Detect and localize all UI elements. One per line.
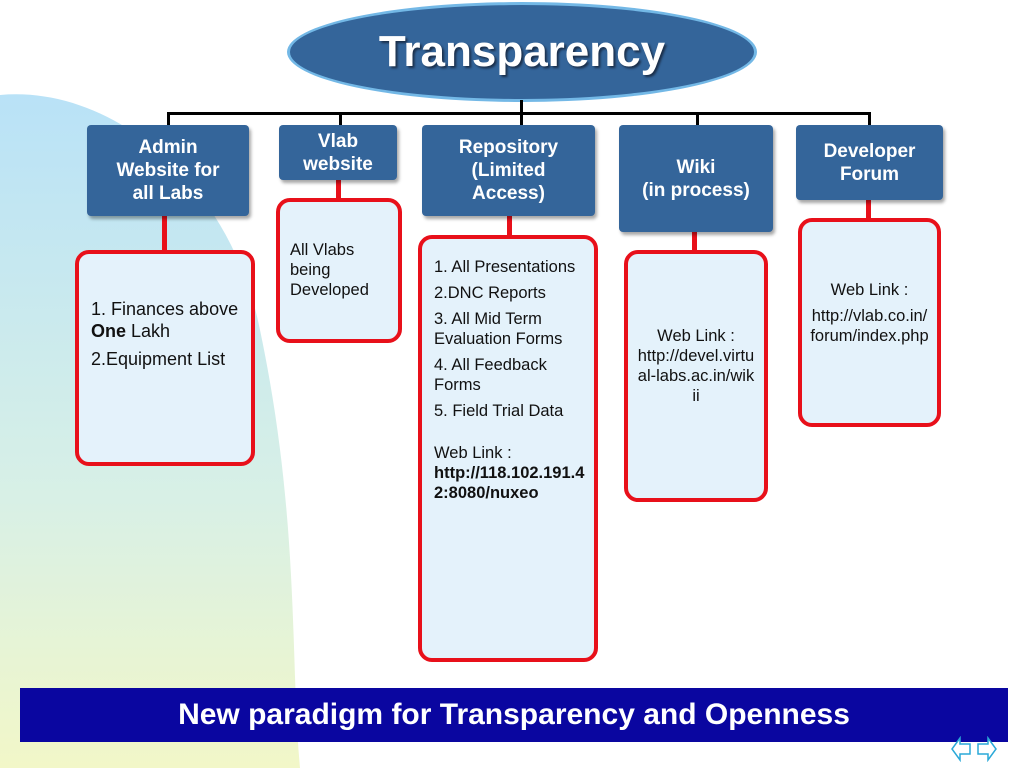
card-admin-website: 1. Finances above One Lakh 2.Equipment L… — [75, 250, 255, 466]
header-repository: Repository (Limited Access) — [422, 125, 595, 216]
list-item: 1. Finances above One Lakh — [91, 299, 239, 341]
connector-drop-3 — [520, 112, 523, 126]
diagram-title: Transparency — [378, 27, 666, 76]
connector-drop-4 — [696, 112, 699, 126]
list-item: 5. Field Trial Data — [434, 402, 564, 420]
red-connector-4 — [692, 232, 697, 254]
header-admin-website: Admin Website for all Labs — [87, 125, 249, 216]
card-repository: 1. All Presentations 2.DNC Reports 3. Al… — [418, 235, 598, 662]
card-vlab-text: All Vlabs being Developed — [290, 241, 369, 299]
red-connector-3 — [507, 216, 512, 238]
card-wiki: Web Link : http://devel.virtual-labs.ac.… — [624, 250, 768, 502]
card-vlab-website: All Vlabs being Developed — [276, 198, 402, 343]
header-wiki: Wiki (in process) — [619, 125, 773, 232]
header-admin-website-label: Admin Website for all Labs — [116, 137, 220, 204]
connector-trunk — [520, 100, 523, 114]
connector-drop-2 — [339, 112, 342, 126]
header-developer-forum: Developer Forum — [796, 125, 943, 200]
header-wiki-label: Wiki (in process) — [642, 156, 750, 201]
connector-drop-5 — [868, 112, 871, 126]
prev-arrow-icon[interactable] — [950, 736, 972, 762]
link-label: Web Link : — [830, 281, 909, 299]
footer-text: New paradigm for Transparency and Openne… — [178, 698, 850, 731]
repository-link[interactable]: http://118.102.191.42:8080/nuxeo — [434, 464, 585, 502]
wiki-link[interactable]: http://devel.virtual-labs.ac.in/wikii — [637, 347, 755, 405]
list-item: 2.DNC Reports — [434, 284, 546, 302]
red-connector-2 — [336, 179, 341, 201]
next-arrow-icon[interactable] — [976, 736, 998, 762]
list-item: 2.Equipment List — [91, 349, 226, 369]
header-developer-forum-label: Developer Forum — [823, 140, 916, 185]
forum-link[interactable]: http://vlab.co.in/forum/index.php — [810, 307, 929, 345]
header-vlab-website: Vlab website — [279, 125, 397, 180]
link-label: Web Link : — [657, 327, 735, 345]
list-item: 1. All Presentations — [434, 258, 576, 276]
red-connector-5 — [866, 200, 871, 222]
red-connector-1 — [162, 216, 167, 253]
list-item: 3. All Mid Term Evaluation Forms — [434, 310, 563, 348]
footer-banner: New paradigm for Transparency and Openne… — [20, 688, 1008, 742]
connector-bar — [167, 112, 871, 115]
card-developer-forum: Web Link : http://vlab.co.in/forum/index… — [798, 218, 941, 427]
header-vlab-website-label: Vlab website — [303, 130, 373, 175]
link-label: Web Link : — [434, 444, 512, 462]
connector-drop-1 — [167, 112, 170, 126]
list-item: 4. All Feedback Forms — [434, 356, 547, 394]
header-repository-label: Repository (Limited Access) — [458, 137, 559, 204]
title-oval: Transparency — [287, 2, 757, 102]
